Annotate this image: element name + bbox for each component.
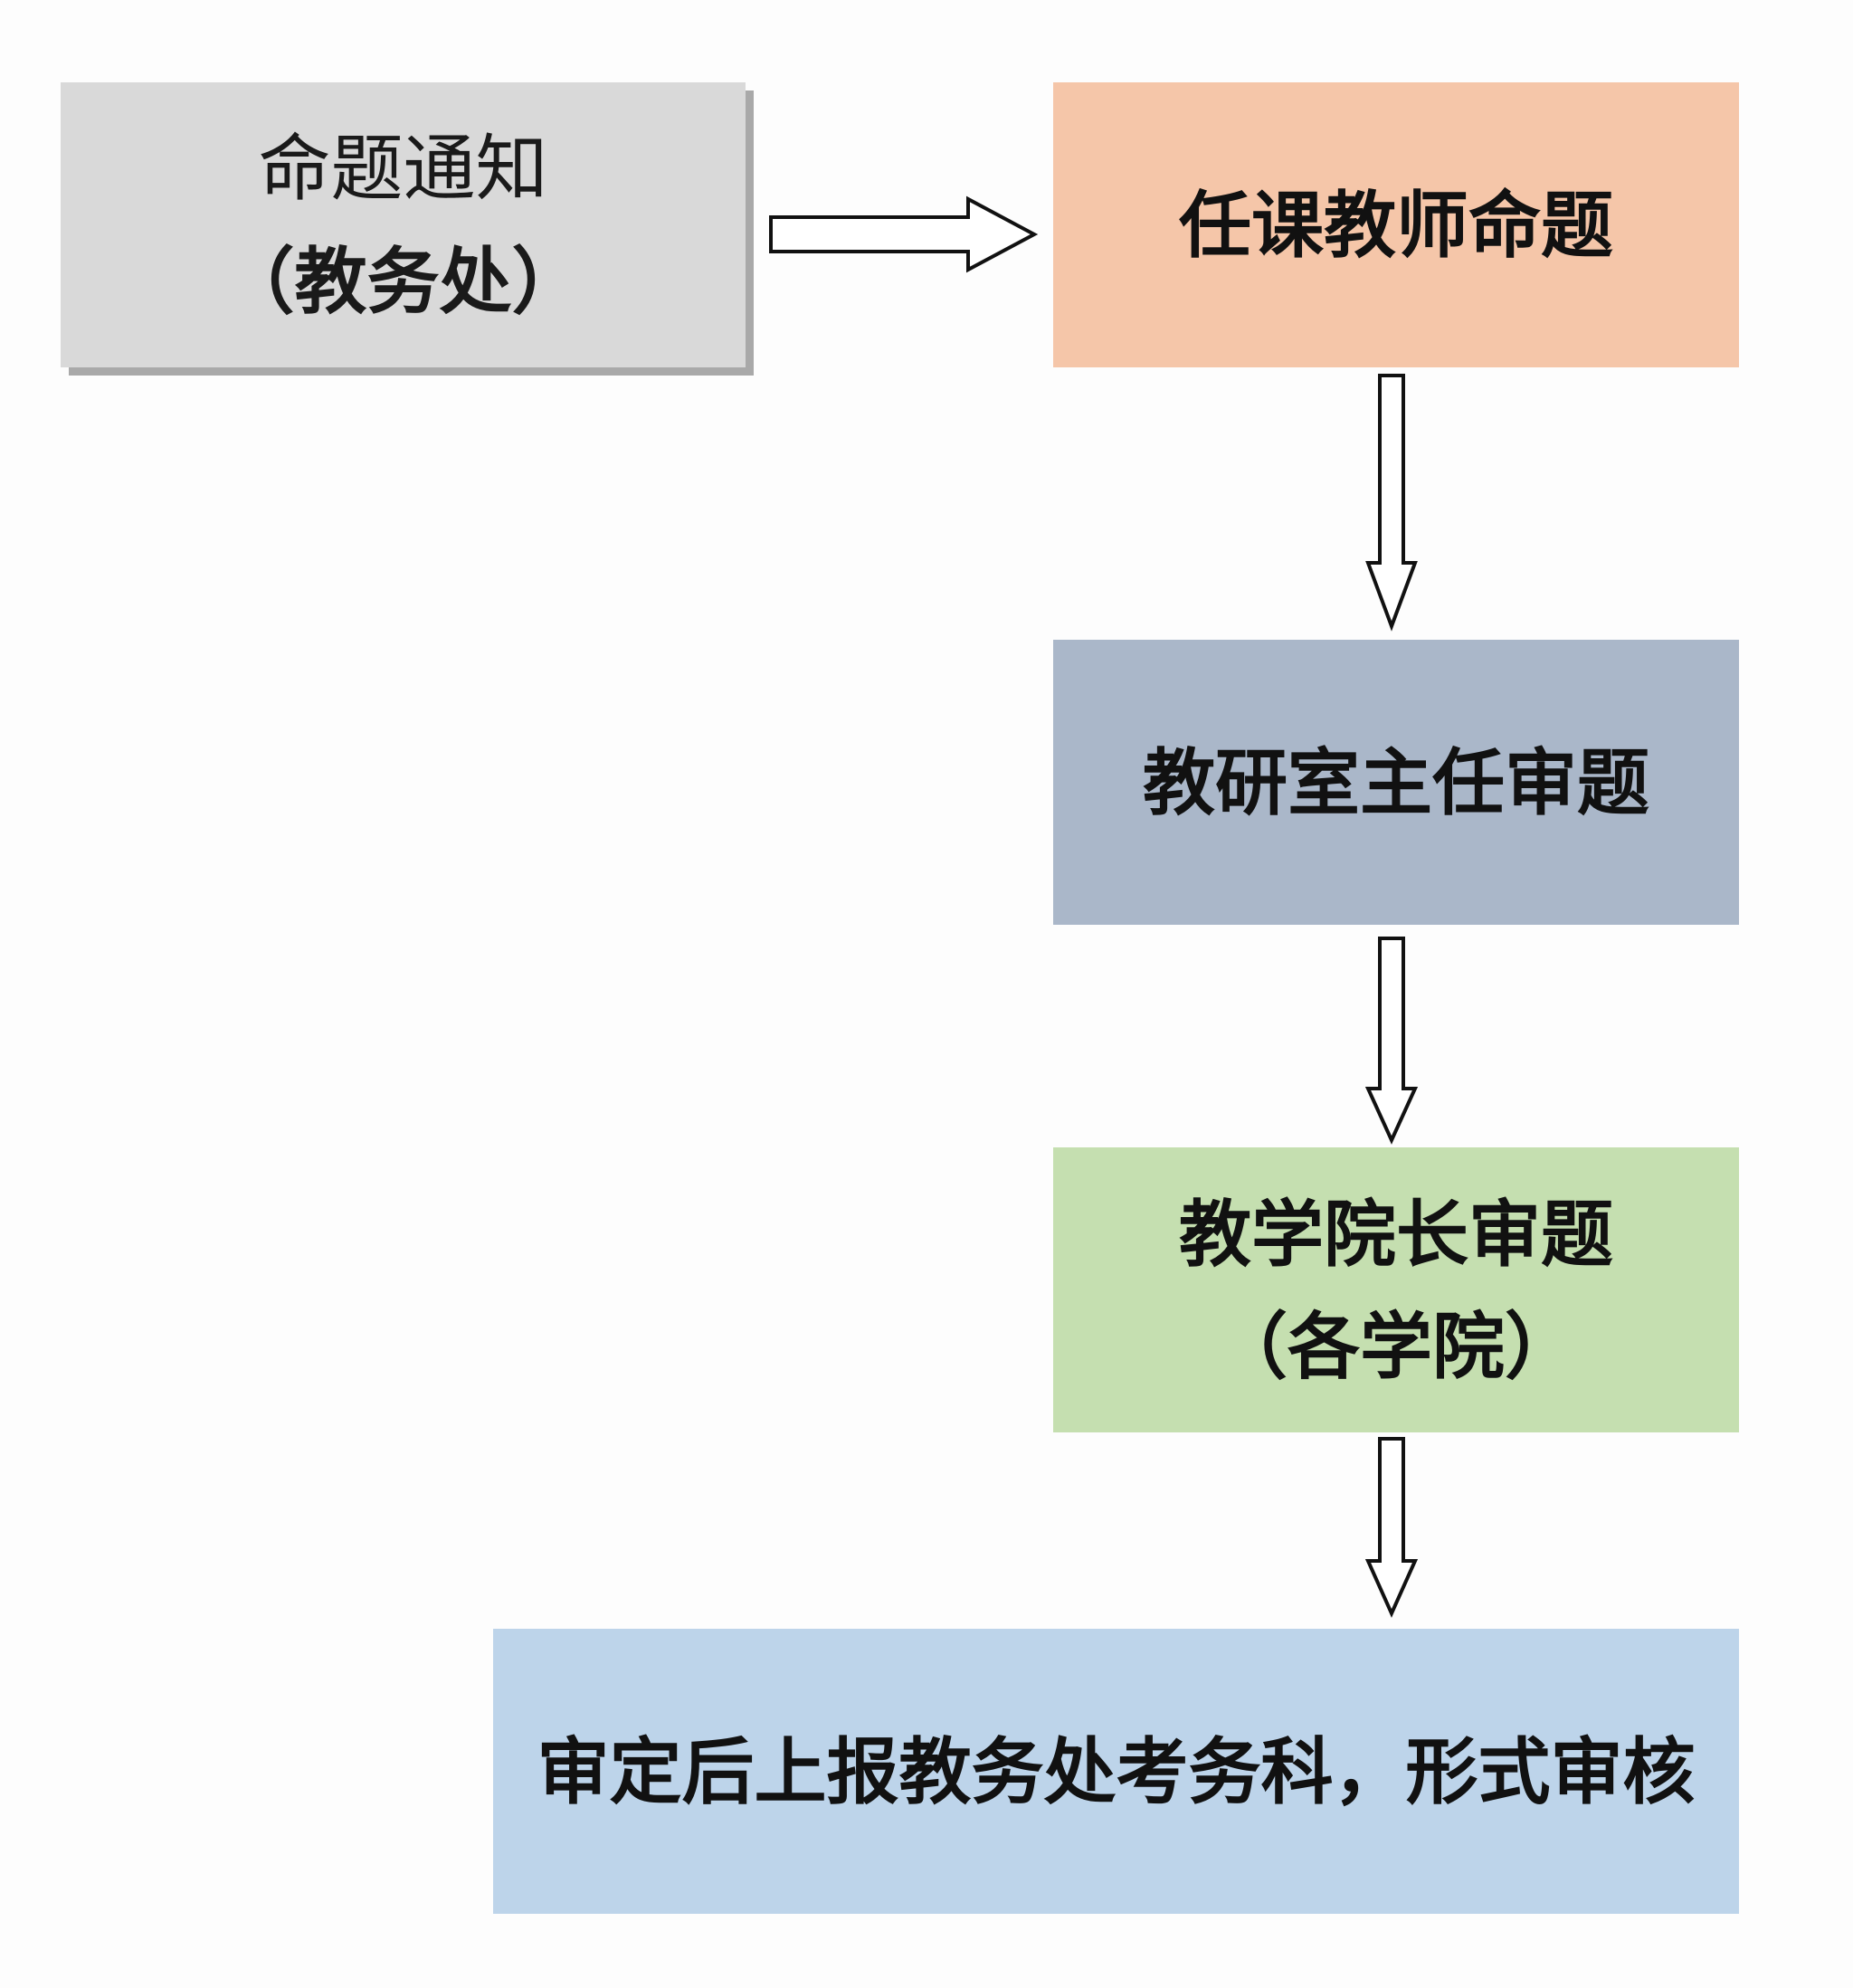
arrow-down-teacher-to-office xyxy=(1365,374,1418,632)
step-final-submission-title: 审定后上报教务处考务科，形式审核 xyxy=(537,1728,1696,1814)
step-dean-review-title: 教学院长审题 xyxy=(1179,1191,1613,1277)
step-office-review-title: 教研室主任审题 xyxy=(1143,739,1649,825)
step-teacher-setting-title: 任课教师命题 xyxy=(1179,182,1613,268)
step-dean-review-subtitle: （各学院） xyxy=(1215,1303,1577,1389)
step-command-notice-title: 命题通知 xyxy=(258,126,548,211)
step-dean-review: 教学院长审题 （各学院） xyxy=(1053,1147,1739,1432)
arrow-down-dean-to-final xyxy=(1364,1437,1419,1618)
step-command-notice: 命题通知 （教务处） xyxy=(61,82,746,367)
step-final-submission: 审定后上报教务处考务科，形式审核 xyxy=(493,1629,1739,1914)
arrow-right-notice-to-teacher xyxy=(769,195,1039,273)
arrow-down-office-to-dean xyxy=(1364,937,1419,1145)
step-command-notice-subtitle: （教务处） xyxy=(222,238,584,324)
step-teacher-setting: 任课教师命题 xyxy=(1053,82,1739,367)
step-office-review: 教研室主任审题 xyxy=(1053,640,1739,925)
